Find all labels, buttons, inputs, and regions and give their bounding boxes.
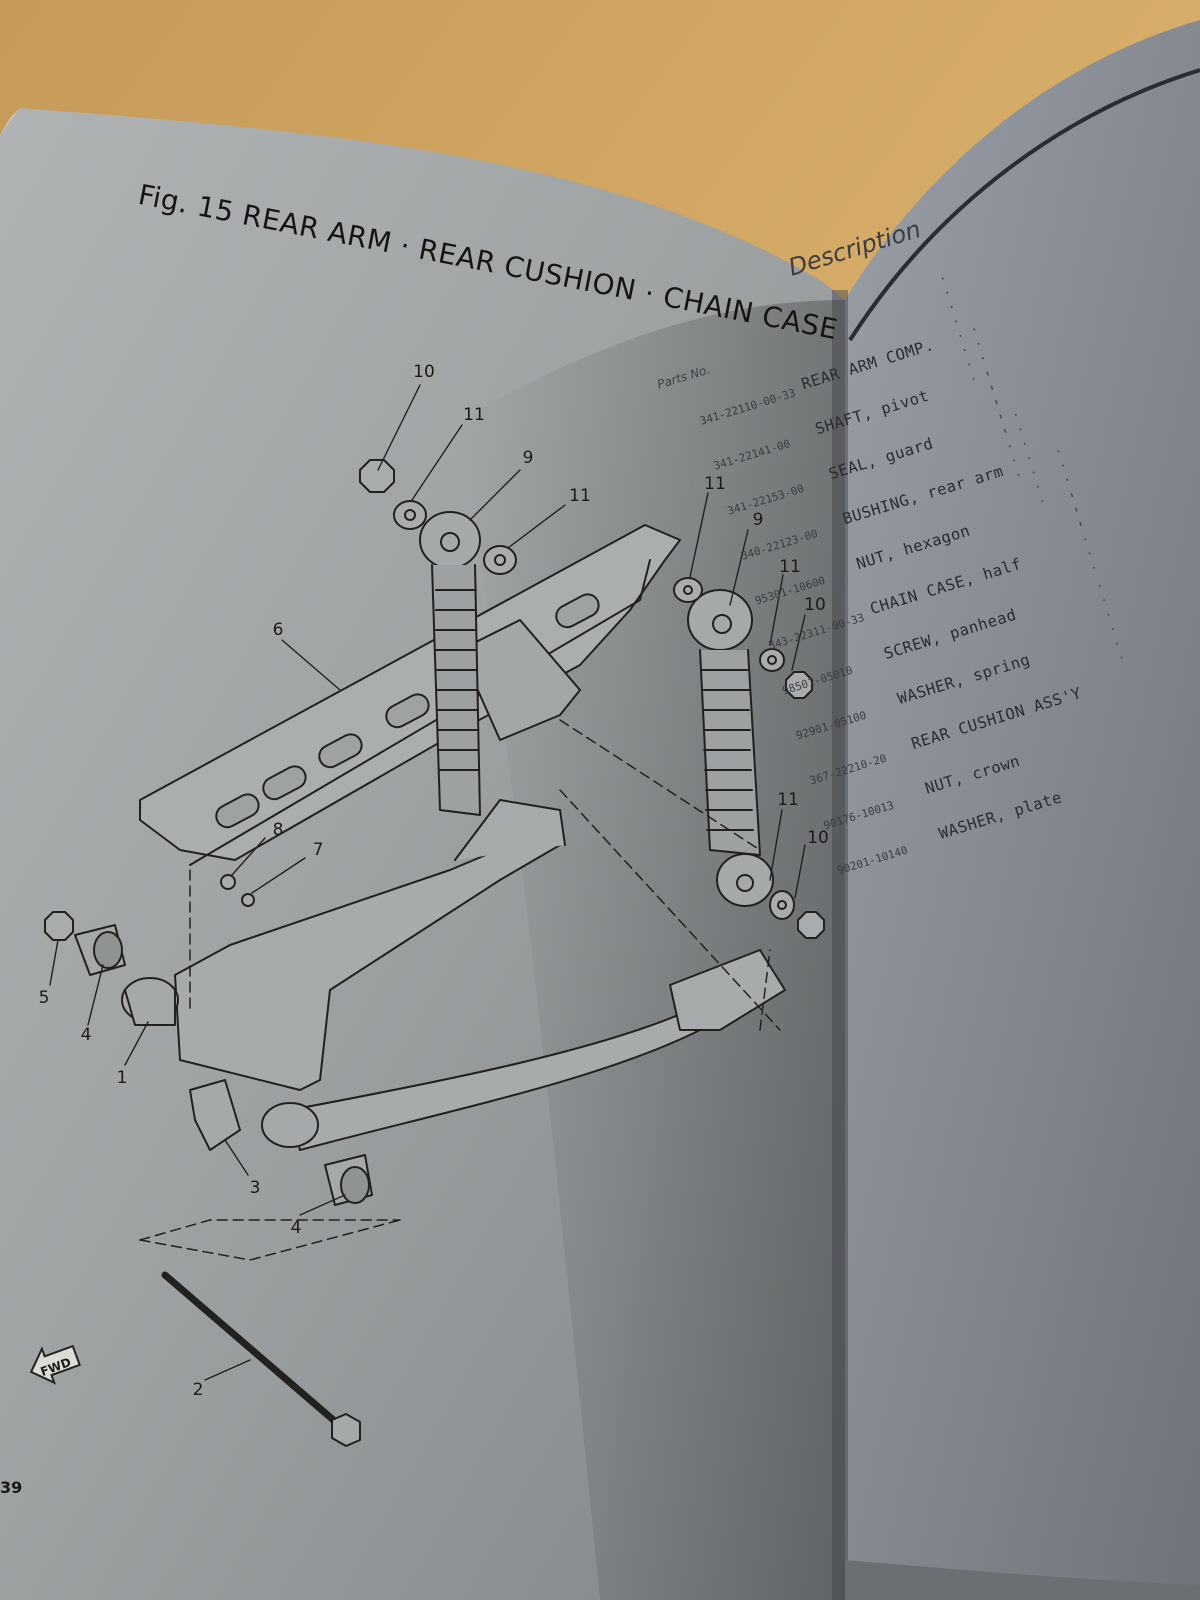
parts-row: 367-22210-20 REAR CUSHION ASS'Y — [806, 684, 1083, 803]
page-number: 39 — [0, 1478, 23, 1497]
callout-5-nut-hexagon: 5 — [38, 988, 50, 1008]
bushings-drawing — [74, 924, 373, 1206]
callout-8-spring-washer: 8 — [272, 820, 284, 840]
part-number: 340-22123-00 — [739, 526, 820, 563]
parts-row: 340-22123-00 BUSHING, rear arm — [737, 462, 1006, 579]
rear-arm-drawing — [121, 799, 786, 1151]
parts-row: 341-22110-00-33 REAR ARM COMP. — [696, 336, 936, 444]
part-number: 341-22141-00 — [712, 437, 792, 473]
part-number: 98501-05010 — [780, 663, 855, 698]
part-description: SHAFT, pivot — [812, 386, 932, 439]
callout-11-washer-b: 11 — [569, 486, 591, 506]
parts-row: 343-22311-00-33 CHAIN CASE, half — [765, 555, 1024, 668]
parts-row: 98501-05010 SCREW, panhead — [778, 606, 1019, 713]
alignment-lines — [139, 719, 781, 1261]
parts-row: 90201-10140 WASHER, plate — [833, 788, 1064, 893]
part-description: WASHER, plate — [936, 788, 1065, 843]
part-number: 343-22311-00-33 — [767, 611, 866, 653]
rear-cushion-right-drawing — [687, 589, 774, 907]
callout-2-pivot-shaft: 2 — [192, 1380, 204, 1400]
part-number: 92901-05100 — [794, 708, 868, 743]
fwd-arrow-icon — [29, 1344, 81, 1385]
column-header-part-no: Parts No. — [655, 362, 712, 392]
callout-7-screw: 7 — [312, 840, 324, 860]
leader-dots: · · · · · · — [1093, 577, 1131, 667]
parts-row: 341-22141-00 SHAFT, pivot — [710, 387, 931, 489]
callout-11-washer: 11 — [463, 405, 485, 425]
part-number: 341-22153-00 — [725, 482, 806, 518]
parts-row: 95301-10600 NUT, hexagon — [751, 521, 972, 624]
callout-11-washer-c: 11 — [704, 474, 726, 494]
callout-9-cushion-b: 9 — [752, 510, 764, 530]
part-number: 95301-10600 — [753, 573, 827, 608]
callout-10-nut: 10 — [413, 362, 435, 382]
leader-dots: · · · · · · — [1066, 487, 1104, 578]
callout-11-washer-e: 11 — [777, 790, 799, 810]
part-description: NUT, hexagon — [854, 521, 973, 574]
callout-4-bushing-b: 4 — [290, 1218, 302, 1238]
part-description: NUT, crown — [922, 751, 1023, 798]
part-description: SCREW, panhead — [881, 605, 1019, 664]
callout-3-seal-guard: 3 — [249, 1178, 261, 1198]
part-description: REAR ARM COMP. — [799, 335, 937, 394]
callout-6-chain-case: 6 — [272, 620, 284, 640]
parts-row: 90176-10013 NUT, crown — [820, 752, 1022, 848]
part-number: 341-22110-00-33 — [698, 386, 798, 428]
part-description: SEAL, guard — [826, 434, 936, 484]
part-description: WASHER, spring — [895, 650, 1033, 708]
parts-row: 92901-05100 WASHER, spring — [792, 651, 1032, 758]
callout-9-cushion: 9 — [522, 448, 534, 468]
callout-4-bushing: 4 — [80, 1025, 92, 1045]
rear-cushion-left-drawing — [419, 511, 481, 816]
leader-lines — [49, 384, 806, 1381]
callout-10-nut-b: 10 — [804, 595, 826, 615]
part-number: 90176-10013 — [821, 798, 896, 833]
callout-1-rear-arm: 1 — [116, 1068, 128, 1088]
nuts-washers-drawing — [44, 459, 825, 941]
column-header-description: Description — [785, 214, 925, 282]
parts-row: 341-22153-00 SEAL, guard — [723, 434, 936, 534]
callout-11-washer-d: 11 — [779, 557, 801, 577]
pivot-shaft-drawing — [161, 1271, 361, 1447]
chain-case-drawing — [139, 524, 681, 866]
part-number: 90201-10140 — [835, 843, 910, 878]
part-number: 367-22210-20 — [808, 751, 889, 788]
callout-10-nut-c: 10 — [807, 828, 829, 848]
